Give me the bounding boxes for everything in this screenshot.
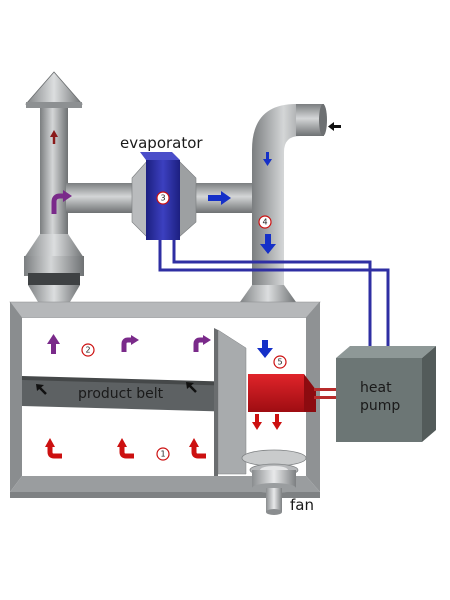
return-duct [240, 104, 327, 302]
partition-edge [214, 328, 218, 476]
return-duct-base [240, 285, 296, 302]
arrow-down-red-icon [252, 414, 262, 430]
evaporator-housing-right [177, 159, 197, 239]
marker-3: 3 [156, 191, 170, 205]
chamber-floor [10, 476, 320, 492]
marker-3-label: 3 [160, 194, 165, 203]
exhaust-pipe [40, 108, 68, 238]
arrow-turn-up-red-icon [45, 438, 62, 459]
return-duct-elbow [252, 104, 322, 302]
belt-top-edge [22, 376, 240, 386]
evaporator-top [140, 152, 180, 160]
exhaust-cap-rim [26, 102, 82, 108]
arrow-right-icon [208, 191, 231, 205]
marker-2-label: 2 [85, 346, 90, 355]
heat-pump-front [336, 358, 422, 442]
arrow-down-icon [260, 234, 276, 254]
marker-4: 4 [258, 215, 272, 229]
arrow-diagonal-icon [36, 384, 47, 395]
heat-pump-label-line1: heat [360, 380, 392, 396]
return-duct-opening [319, 104, 327, 136]
arrow-up-purple-icon [47, 334, 60, 354]
marker-1-label: 1 [160, 450, 165, 459]
fan-label: fan [290, 496, 314, 514]
arrow-turn-right-icon [51, 190, 72, 214]
heater [248, 374, 344, 412]
fan-shaft [266, 488, 282, 512]
arrow-down-small-icon [263, 152, 272, 166]
chamber-top [9, 301, 321, 319]
marker-5: 5 [273, 355, 287, 369]
refrigerant-pipes [158, 240, 390, 360]
exhaust-stack [24, 71, 84, 302]
heat-pump-label-line2: pump [360, 398, 400, 414]
arrow-down-red-icon [272, 414, 282, 430]
fan-shaft-end [266, 509, 282, 515]
pipe-outer [158, 240, 390, 360]
arrow-left-icon [328, 122, 341, 131]
chamber-left-wall [10, 302, 22, 492]
arrow-turn-right-purple-icon [193, 335, 211, 352]
evaporator-housing-left [131, 159, 149, 239]
marker-4-label: 4 [262, 218, 267, 227]
arrow-up-icon [50, 130, 58, 144]
fan-body [252, 470, 296, 488]
airflow-arrows [36, 122, 341, 459]
heat-pump-top [336, 346, 436, 358]
arrow-down-chamber-icon [257, 340, 273, 358]
product-belt [22, 378, 240, 412]
pipe-inner [172, 240, 372, 360]
heater-pipe-lower [314, 396, 344, 399]
heater-pipe-upper [314, 388, 344, 391]
arrow-turn-up-red-icon [117, 438, 134, 459]
arrow-turn-right-purple-icon [121, 335, 139, 352]
heater-side [304, 374, 316, 412]
evaporator-label: evaporator [120, 134, 203, 152]
partition-wall [217, 329, 247, 475]
duct-left-segment [66, 183, 140, 213]
marker-1: 1 [156, 447, 170, 461]
exhaust-inlet [28, 285, 80, 302]
fan [241, 449, 307, 515]
arrow-diagonal-icon [186, 382, 197, 393]
heater-front [248, 374, 304, 412]
exhaust-cap [25, 71, 83, 105]
chamber-front-bottom [10, 492, 320, 498]
exhaust-collar [24, 256, 84, 276]
arrow-turn-up-red-icon [189, 438, 206, 459]
marker-2: 2 [81, 343, 95, 357]
exhaust-ring [28, 273, 80, 285]
heat-pump [336, 346, 436, 442]
marker-5-label: 5 [277, 358, 282, 367]
exhaust-flare [24, 234, 84, 258]
product-belt-label: product belt [78, 386, 164, 402]
heat-pump-side [422, 346, 436, 442]
